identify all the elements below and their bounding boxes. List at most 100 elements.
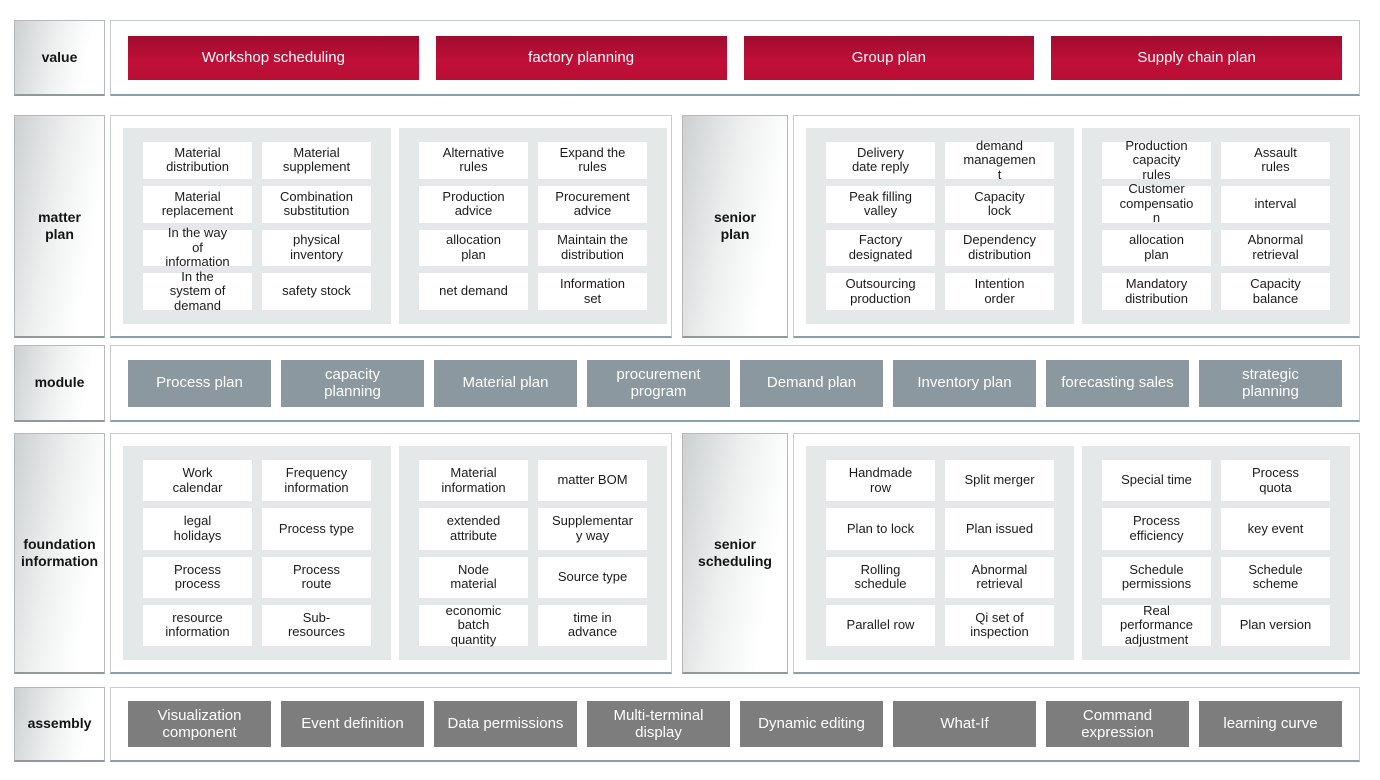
value-button: Group plan <box>743 35 1035 80</box>
module-button: Demand plan <box>740 359 883 407</box>
feature-cell: Source type <box>538 556 647 598</box>
feature-cell: Plan issued <box>945 508 1054 550</box>
feature-panel-matter-1: Material distribution Material supplement… <box>123 128 391 324</box>
feature-cell: Process route <box>262 556 371 598</box>
module-button: Material plan <box>434 359 577 407</box>
row-label-assembly: assembly <box>14 687 105 762</box>
assembly-button: Command expression <box>1046 701 1189 747</box>
row-label-foundation-information: foundation information <box>14 433 105 674</box>
feature-cell: Procurement advice <box>538 185 647 223</box>
value-button: Workshop scheduling <box>128 35 419 80</box>
module-button: capacity planning <box>281 359 424 407</box>
feature-cell: interval <box>1221 185 1330 223</box>
feature-cell: Process efficiency <box>1102 508 1211 550</box>
feature-cell: Real performance adjustment <box>1102 603 1211 646</box>
row-value: value Workshop scheduling factory plannin… <box>0 20 1380 96</box>
feature-cell: extended attribute <box>419 508 528 550</box>
assembly-button: Dynamic editing <box>740 701 883 747</box>
module-button: Process plan <box>128 359 271 407</box>
module-button: forecasting sales <box>1046 359 1189 407</box>
feature-cell: Process process <box>143 556 252 598</box>
row-label-module: module <box>14 345 105 422</box>
assembly-button: learning curve <box>1199 701 1342 747</box>
row-label-value: value <box>14 20 105 96</box>
feature-cell: Frequency information <box>262 460 371 502</box>
feature-cell: Abnormal retrieval <box>1221 229 1330 267</box>
feature-cell: Mandatory distribution <box>1102 273 1211 310</box>
feature-cell: physical inventory <box>262 229 371 267</box>
assembly-button: Visualization component <box>128 701 271 747</box>
feature-cell: Rolling schedule <box>826 556 935 598</box>
feature-cell: Maintain the distribution <box>538 229 647 267</box>
feature-cell: Material replacement <box>143 185 252 223</box>
feature-cell: Delivery date reply <box>826 142 935 179</box>
feature-cell: Expand the rules <box>538 142 647 179</box>
feature-cell: resource information <box>143 604 252 646</box>
value-button-container: Workshop scheduling factory planning Group… <box>110 20 1360 96</box>
feature-cell: Schedule scheme <box>1221 556 1330 598</box>
feature-cell: Parallel row <box>826 604 935 646</box>
senior-plan-container: Delivery date reply demand managemen t Pea… <box>793 115 1360 338</box>
feature-cell: key event <box>1221 508 1330 550</box>
feature-cell: Material information <box>419 460 528 502</box>
feature-cell: Handmade row <box>826 460 935 502</box>
feature-cell: Plan to lock <box>826 508 935 550</box>
assembly-button: Event definition <box>281 701 424 747</box>
feature-cell: Capacity lock <box>945 185 1054 223</box>
feature-panel-senior-plan-1: Delivery date reply demand managemen t Pea… <box>806 128 1074 324</box>
value-button: factory planning <box>435 35 727 80</box>
feature-cell: matter BOM <box>538 460 647 502</box>
feature-cell: allocation plan <box>419 229 528 267</box>
feature-cell: Supplementar y way <box>538 508 647 550</box>
feature-cell: Peak filling valley <box>826 185 935 223</box>
feature-cell: Work calendar <box>143 460 252 502</box>
feature-cell: Schedule permissions <box>1102 556 1211 598</box>
module-button: procurement program <box>587 359 730 407</box>
value-button: Supply chain plan <box>1051 35 1342 80</box>
feature-cell: Material distribution <box>143 142 252 179</box>
feature-cell: In the system of demand <box>143 269 252 313</box>
row-label-senior-scheduling: senior scheduling <box>682 433 788 674</box>
feature-cell: Process type <box>262 508 371 550</box>
feature-cell: Dependency distribution <box>945 229 1054 267</box>
feature-cell: Abnormal retrieval <box>945 556 1054 598</box>
feature-cell: legal holidays <box>143 508 252 550</box>
feature-cell: demand managemen t <box>945 138 1054 181</box>
matter-plan-container: Material distribution Material supplement… <box>110 115 672 338</box>
feature-cell: Intention order <box>945 273 1054 310</box>
feature-cell: Outsourcing production <box>826 273 935 310</box>
feature-cell: Material supplement <box>262 142 371 179</box>
feature-cell: Sub- resources <box>262 604 371 646</box>
feature-cell: time in advance <box>538 604 647 646</box>
feature-cell: Customer compensatio n <box>1102 182 1211 225</box>
feature-cell: Node material <box>419 556 528 598</box>
feature-cell: safety stock <box>262 273 371 310</box>
feature-cell: net demand <box>419 273 528 310</box>
assembly-button: Data permissions <box>434 701 577 747</box>
module-button: Inventory plan <box>893 359 1036 407</box>
feature-cell: Production advice <box>419 185 528 223</box>
feature-cell: Capacity balance <box>1221 273 1330 310</box>
row-label-senior-plan: senior plan <box>682 115 788 338</box>
feature-cell: Combination substitution <box>262 185 371 223</box>
feature-cell: Production capacity rules <box>1102 138 1211 181</box>
feature-cell: Information set <box>538 273 647 310</box>
feature-cell: Factory designated <box>826 229 935 267</box>
assembly-button: What-If <box>893 701 1036 747</box>
feature-cell: In the way of information <box>143 225 252 269</box>
feature-cell: Assault rules <box>1221 142 1330 179</box>
feature-cell: Split merger <box>945 460 1054 502</box>
